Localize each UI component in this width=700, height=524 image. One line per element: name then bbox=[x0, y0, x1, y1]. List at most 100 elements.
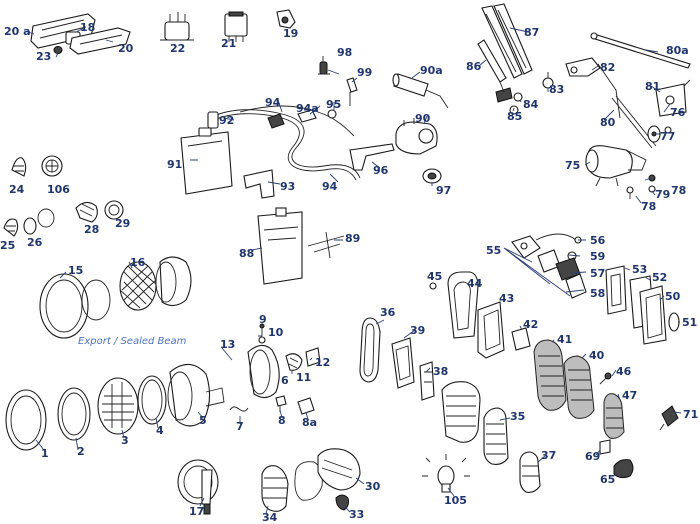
callout-41: 41 bbox=[557, 333, 572, 346]
part-78-79-nuts bbox=[626, 174, 656, 199]
callout-57: 57 bbox=[590, 267, 605, 280]
part-40-41-42-46 bbox=[511, 327, 612, 419]
callout-18: 18 bbox=[80, 21, 95, 34]
part-44-43-housings bbox=[447, 271, 505, 359]
callout-96: 96 bbox=[373, 164, 389, 177]
callout-94-top: 94 bbox=[265, 96, 281, 109]
callout-23: 23 bbox=[36, 50, 51, 63]
callout-95: 95 bbox=[326, 98, 341, 111]
callout-12: 12 bbox=[315, 356, 330, 369]
callout-8a: 8a bbox=[302, 416, 317, 429]
callout-88: 88 bbox=[239, 247, 254, 260]
callout-86: 86 bbox=[466, 60, 482, 73]
callout-99: 99 bbox=[357, 66, 372, 79]
part-22-relay bbox=[160, 12, 194, 41]
callout-82: 82 bbox=[600, 61, 615, 74]
part-17-horn bbox=[177, 459, 219, 515]
part-65-69 bbox=[599, 439, 634, 479]
callout-76: 76 bbox=[670, 106, 686, 119]
part-91-reservoir bbox=[180, 127, 233, 195]
callout-40: 40 bbox=[589, 349, 605, 362]
callout-65: 65 bbox=[600, 473, 615, 486]
callout-labels: 20 a 18 23 20 22 21 19 87 86 80a 98 99 9… bbox=[0, 21, 698, 524]
callout-92: 92 bbox=[219, 114, 234, 127]
callout-24: 24 bbox=[9, 183, 25, 196]
part-24-106-lamps bbox=[11, 155, 63, 177]
callout-89: 89 bbox=[345, 232, 360, 245]
part-6-11-12-13 bbox=[247, 344, 321, 399]
callout-28: 28 bbox=[84, 223, 99, 236]
callout-85: 85 bbox=[507, 110, 522, 123]
callout-20a: 20 a bbox=[4, 25, 31, 38]
callout-78-a: 78 bbox=[641, 200, 656, 213]
callout-6: 6 bbox=[281, 374, 289, 387]
export-sealed-beam-caption: Export / Sealed Beam bbox=[78, 336, 187, 347]
callout-8: 8 bbox=[278, 414, 286, 427]
callout-47: 47 bbox=[622, 389, 637, 402]
part-45 bbox=[429, 282, 437, 290]
part-75-wiper-motor bbox=[585, 145, 647, 187]
callout-94-bottom: 94 bbox=[322, 180, 338, 193]
part-97-grommet bbox=[422, 168, 442, 184]
part-20a-18-23-20 bbox=[30, 13, 131, 55]
callout-69: 69 bbox=[585, 450, 600, 463]
callout-44: 44 bbox=[467, 277, 483, 290]
part-93-bracket bbox=[243, 169, 275, 199]
callout-80: 80 bbox=[600, 116, 616, 129]
callout-84: 84 bbox=[523, 98, 539, 111]
callout-7: 7 bbox=[236, 420, 244, 433]
callout-35: 35 bbox=[510, 410, 525, 423]
callout-10: 10 bbox=[268, 326, 284, 339]
callout-58: 58 bbox=[590, 287, 605, 300]
callout-17: 17 bbox=[189, 505, 204, 518]
callout-9: 9 bbox=[259, 313, 267, 326]
callout-11: 11 bbox=[296, 371, 311, 384]
callout-36: 36 bbox=[380, 306, 396, 319]
callout-29: 29 bbox=[115, 217, 130, 230]
callout-53: 53 bbox=[632, 263, 647, 276]
part-7-8-8a bbox=[229, 395, 315, 415]
callout-55: 55 bbox=[486, 244, 501, 257]
part-82-pivot bbox=[565, 57, 621, 119]
callout-90: 90 bbox=[415, 112, 431, 125]
callout-51: 51 bbox=[682, 316, 697, 329]
callout-75: 75 bbox=[565, 159, 580, 172]
callout-30: 30 bbox=[365, 480, 381, 493]
callout-56: 56 bbox=[590, 234, 606, 247]
part-25-26-28-29 bbox=[3, 200, 124, 237]
part-53-52-50-51 bbox=[605, 265, 680, 345]
callout-42: 42 bbox=[523, 318, 538, 331]
part-drawings bbox=[3, 3, 691, 515]
callout-37: 37 bbox=[541, 449, 556, 462]
callout-3: 3 bbox=[121, 434, 129, 447]
callout-46: 46 bbox=[616, 365, 632, 378]
callout-93: 93 bbox=[280, 180, 295, 193]
callout-1: 1 bbox=[41, 447, 49, 460]
part-90-pump-unit bbox=[395, 118, 438, 155]
callout-19: 19 bbox=[283, 27, 298, 40]
callout-87: 87 bbox=[524, 26, 539, 39]
callout-80a: 80a bbox=[666, 44, 689, 57]
callout-79: 79 bbox=[655, 188, 670, 201]
part-80a-linkage-rod bbox=[590, 32, 691, 69]
callout-38: 38 bbox=[433, 365, 448, 378]
callout-71: 71 bbox=[683, 408, 698, 421]
callout-22: 22 bbox=[170, 42, 185, 55]
part-96-bracket bbox=[349, 143, 395, 171]
part-88-89 bbox=[257, 207, 345, 285]
part-55-group bbox=[511, 233, 587, 299]
callout-4: 4 bbox=[156, 424, 164, 437]
callout-26: 26 bbox=[27, 236, 43, 249]
callout-78-b: 78 bbox=[671, 184, 686, 197]
part-15-16-headlamps bbox=[39, 256, 192, 339]
callout-43: 43 bbox=[499, 292, 514, 305]
part-9-10-screws bbox=[258, 323, 266, 344]
callout-94a: 94a bbox=[296, 102, 319, 115]
callout-15: 15 bbox=[68, 264, 83, 277]
callout-105: 105 bbox=[444, 494, 467, 507]
part-105-bulb bbox=[422, 454, 470, 493]
part-35-37-taillamps bbox=[483, 407, 541, 493]
callout-25: 25 bbox=[0, 239, 15, 252]
leader-lines bbox=[27, 27, 682, 515]
